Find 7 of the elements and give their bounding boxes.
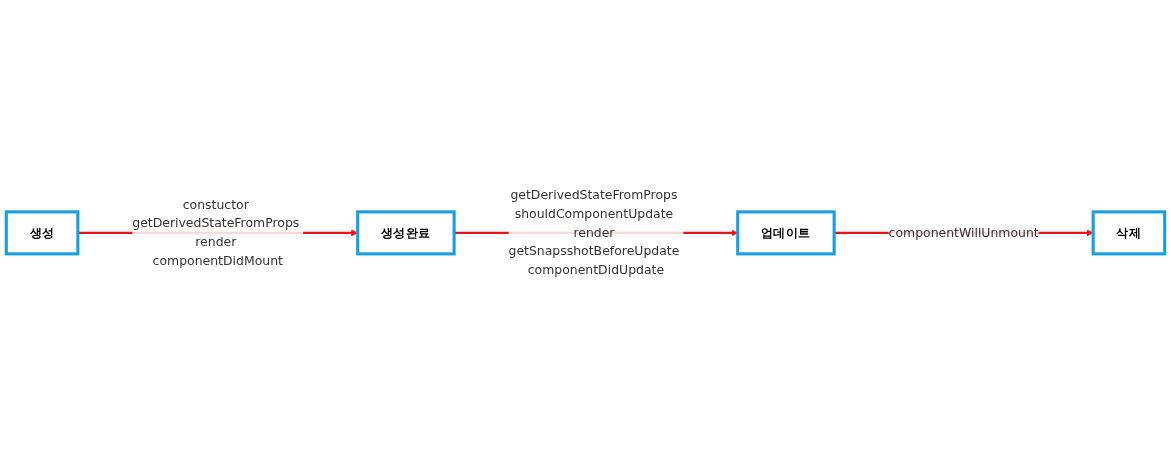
node-box: 업데이트 <box>736 210 836 256</box>
node-box: 생성완료 <box>356 210 456 256</box>
edge-label: constuctor getDerivedStateFromProps render componentDidMount <box>132 197 300 268</box>
edge-label: componentWillUnmount <box>888 225 1039 240</box>
node-box: 삭제 <box>1091 210 1167 256</box>
node-box: 생성 <box>4 210 80 256</box>
edge-label: getDerivedStateFromProps shouldComponentUpdate render getSnapsshotBeforeUpdate componentDidUpdate <box>508 187 680 278</box>
